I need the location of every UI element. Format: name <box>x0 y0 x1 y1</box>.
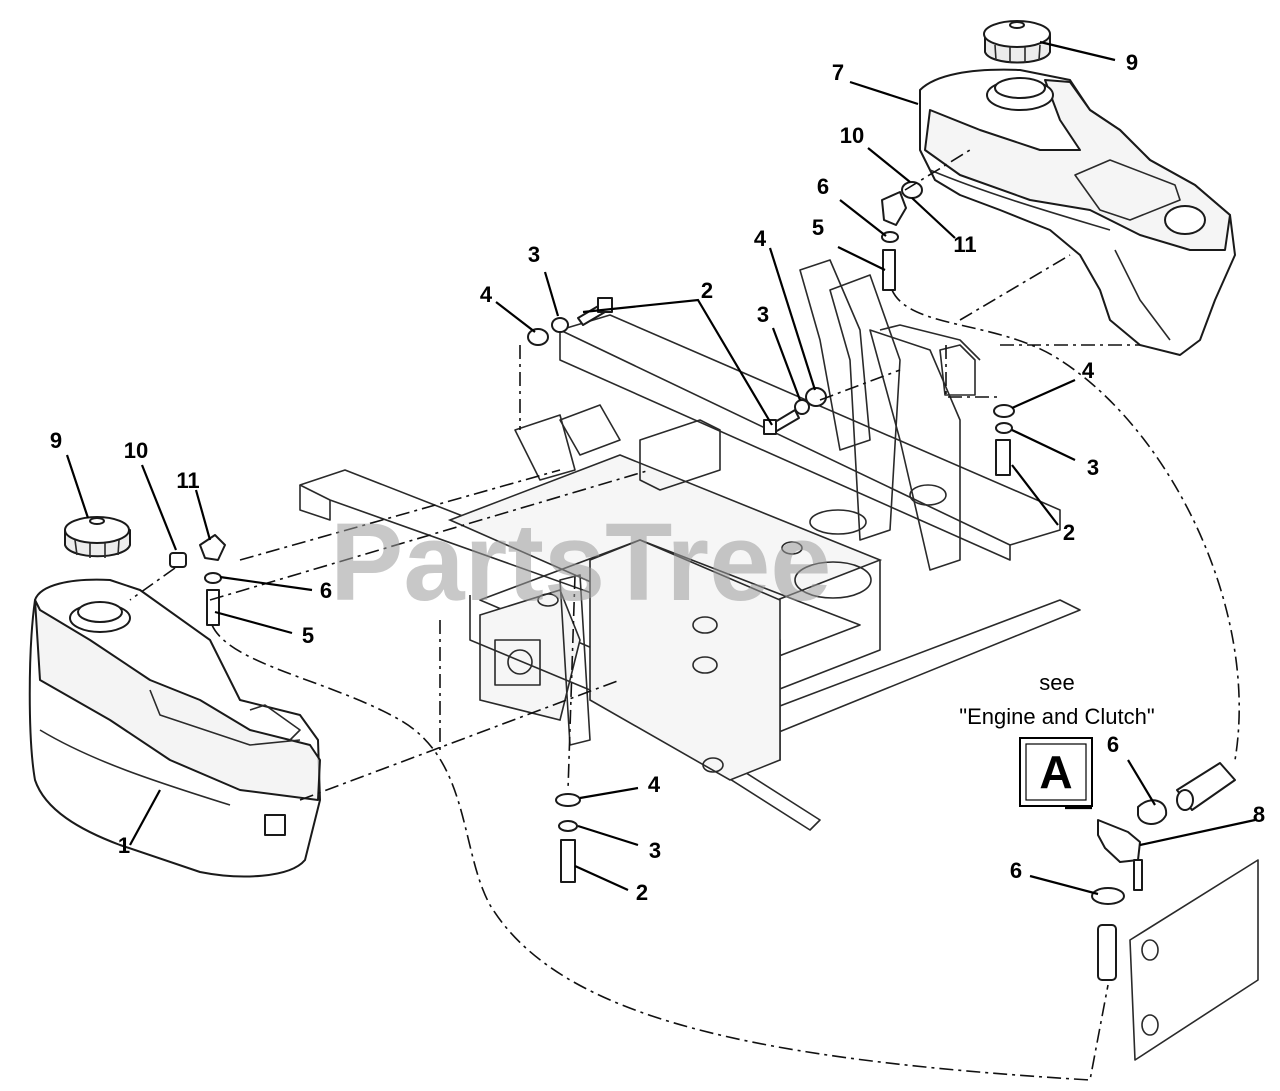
callout-9-right: 9 <box>1126 50 1138 75</box>
reference-box-letter: A <box>1039 746 1072 798</box>
callout-5-left: 5 <box>302 623 314 648</box>
callout-6-valve-bottom: 6 <box>1010 858 1022 883</box>
callout-3-mid: 3 <box>757 302 769 327</box>
callout-4-top: 4 <box>480 282 493 307</box>
callout-9-left: 9 <box>50 428 62 453</box>
callout-11-right: 11 <box>953 232 976 257</box>
left-fuel-cap <box>64 516 131 558</box>
callout-3-top: 3 <box>528 242 540 267</box>
callout-2-bottom: 2 <box>636 880 648 905</box>
hardware <box>169 181 1259 1061</box>
mower-frame <box>299 259 1081 831</box>
reference-box <box>1019 737 1093 807</box>
assembly-lines <box>129 149 1240 1081</box>
leader-lines <box>65 40 1256 896</box>
callout-labels: 9 7 10 11 6 5 4 3 2 4 3 4 3 2 4 3 2 9 10… <box>50 50 1265 905</box>
callout-2-top: 2 <box>701 278 713 303</box>
callout-5-right: 5 <box>812 215 824 240</box>
callout-11-left: 11 <box>176 468 199 493</box>
callout-10-right: 10 <box>840 123 864 148</box>
callout-4-mid: 4 <box>754 226 767 251</box>
callout-3-bottom: 3 <box>649 838 661 863</box>
callout-7: 7 <box>832 60 844 85</box>
right-fuel-tank <box>919 68 1236 356</box>
callout-1: 1 <box>118 833 130 858</box>
reference-note: see "Engine and Clutch" A <box>959 670 1155 807</box>
callout-2-right: 2 <box>1063 520 1075 545</box>
callout-6-left: 6 <box>320 578 332 603</box>
callout-6-right-top: 6 <box>817 174 829 199</box>
callout-8: 8 <box>1253 802 1265 827</box>
watermark-text: PartsTree <box>330 501 831 624</box>
right-fuel-cap <box>983 20 1051 64</box>
reference-note-line1: see <box>1039 670 1074 695</box>
callout-6-valve-top: 6 <box>1107 732 1119 757</box>
callout-4-right: 4 <box>1082 358 1095 383</box>
left-fuel-tank <box>28 578 321 878</box>
callout-4-bottom: 4 <box>648 772 661 797</box>
callout-10-left: 10 <box>124 438 148 463</box>
callout-3-right: 3 <box>1087 455 1099 480</box>
reference-note-line2: "Engine and Clutch" <box>959 704 1154 729</box>
